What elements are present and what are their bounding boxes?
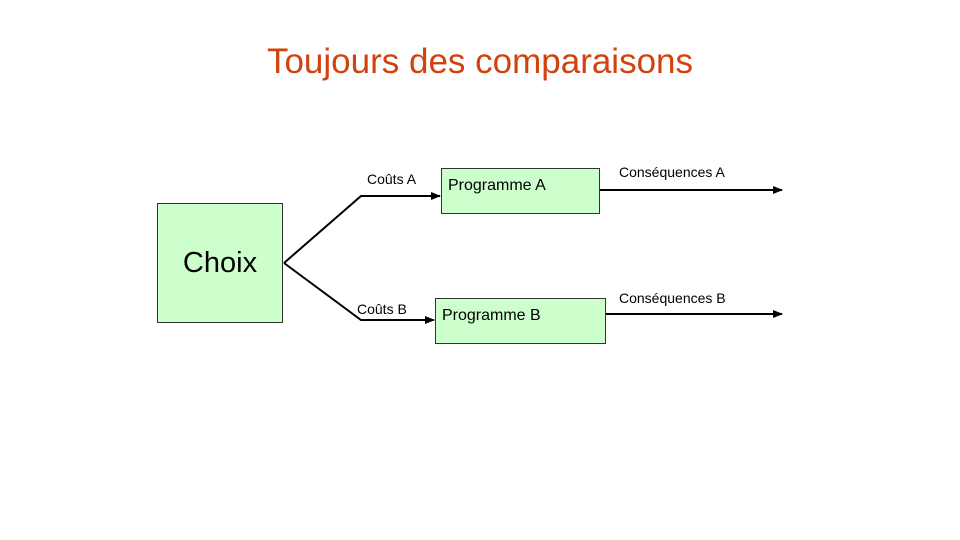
program-a-label: Programme A	[448, 177, 546, 194]
program-b-label: Programme B	[442, 307, 541, 324]
choice-label: Choix	[182, 246, 258, 279]
choice-box: Choix	[157, 203, 283, 323]
consequences-b-label: Conséquences B	[619, 290, 726, 306]
branch-to-program-a	[283, 192, 441, 264]
costs-b-label: Coûts B	[357, 301, 407, 317]
page-title: Toujours des comparaisons	[266, 42, 694, 81]
costs-a-label: Coûts A	[367, 171, 417, 187]
program-b-box: Programme B	[435, 298, 606, 344]
program-a-box: Programme A	[441, 168, 600, 214]
branch-to-program-b	[283, 262, 435, 324]
consequences-a-label: Conséquences A	[619, 164, 725, 180]
